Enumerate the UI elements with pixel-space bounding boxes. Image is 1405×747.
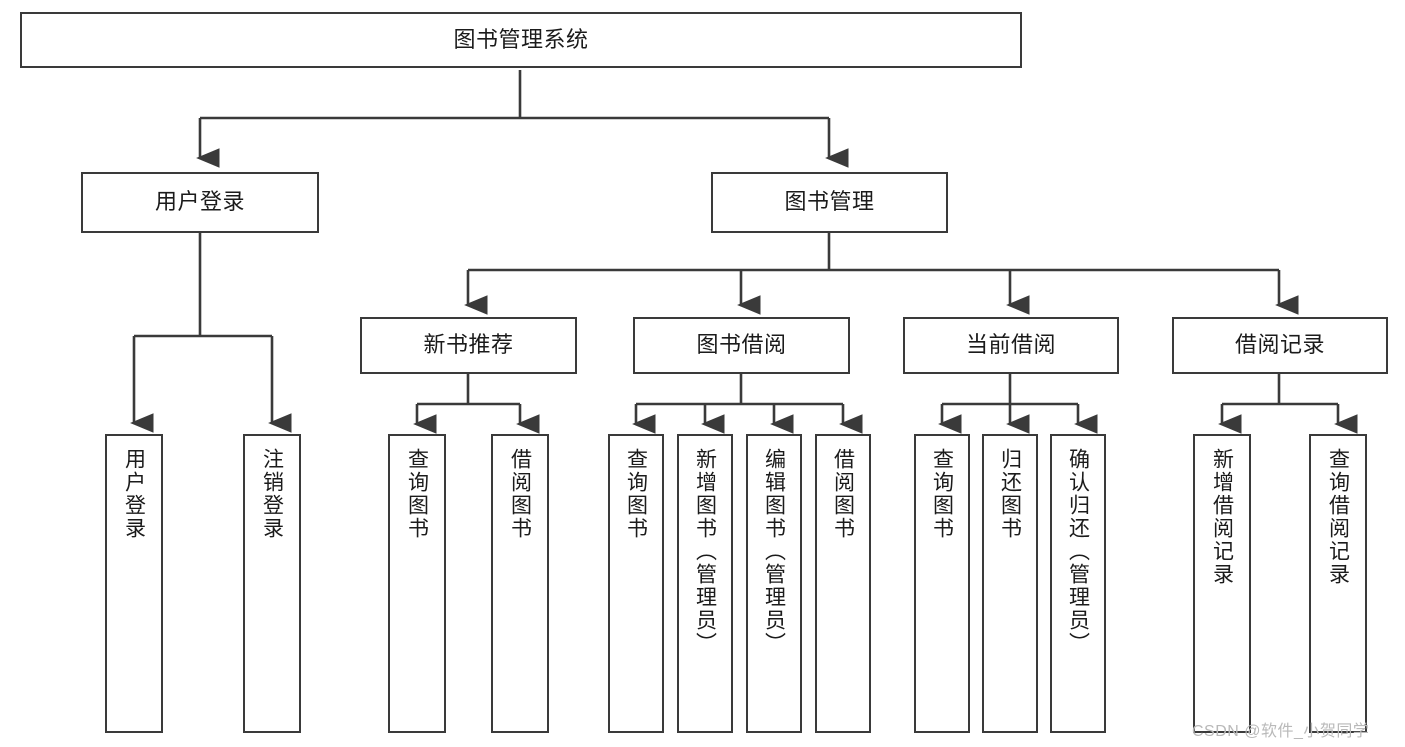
leaf-user-login-logout[interactable]: 注销登录 xyxy=(243,434,301,733)
leaf-user-login-login[interactable]: 用户登录 xyxy=(105,434,163,733)
leaf-borrow-edit-book-admin[interactable]: 编辑图书（管理员） xyxy=(746,434,802,733)
leaf-borrow-add-book-admin[interactable]: 新增图书（管理员） xyxy=(677,434,733,733)
node-label: 用户登录 xyxy=(122,448,146,540)
node-label: 用户登录 xyxy=(154,189,245,215)
leaf-borrow-borrow-book[interactable]: 借阅图书 xyxy=(815,434,871,733)
node-new-book-recommend[interactable]: 新书推荐 xyxy=(360,317,577,374)
node-label: 新增图书（管理员） xyxy=(693,448,717,655)
node-label: 新书推荐 xyxy=(423,332,514,358)
node-label: 查询图书 xyxy=(624,448,648,540)
node-label: 查询借阅记录 xyxy=(1326,448,1350,586)
node-label: 新增借阅记录 xyxy=(1210,448,1234,586)
node-current-borrow[interactable]: 当前借阅 xyxy=(903,317,1119,374)
node-book-borrow[interactable]: 图书借阅 xyxy=(633,317,850,374)
node-root-book-management-system[interactable]: 图书管理系统 xyxy=(20,12,1022,68)
node-book-management[interactable]: 图书管理 xyxy=(711,172,948,233)
leaf-record-query-record[interactable]: 查询借阅记录 xyxy=(1309,434,1367,733)
node-label: 借阅图书 xyxy=(508,448,532,540)
node-borrow-record[interactable]: 借阅记录 xyxy=(1172,317,1388,374)
leaf-current-query-book[interactable]: 查询图书 xyxy=(914,434,970,733)
node-label: 查询图书 xyxy=(405,448,429,540)
leaf-recommend-borrow-book[interactable]: 借阅图书 xyxy=(491,434,549,733)
leaf-current-return-book[interactable]: 归还图书 xyxy=(982,434,1038,733)
node-label: 确认归还（管理员） xyxy=(1066,448,1090,655)
node-label: 图书管理系统 xyxy=(453,26,589,52)
leaf-current-confirm-return-admin[interactable]: 确认归还（管理员） xyxy=(1050,434,1106,733)
node-label: 归还图书 xyxy=(998,448,1022,540)
node-label: 图书管理 xyxy=(784,189,875,215)
leaf-record-add-record[interactable]: 新增借阅记录 xyxy=(1193,434,1251,733)
node-label: 编辑图书（管理员） xyxy=(762,448,786,655)
node-label: 查询图书 xyxy=(930,448,954,540)
node-user-login[interactable]: 用户登录 xyxy=(81,172,319,233)
node-label: 借阅记录 xyxy=(1234,332,1325,358)
leaf-borrow-query-book[interactable]: 查询图书 xyxy=(608,434,664,733)
node-label: 当前借阅 xyxy=(965,332,1056,358)
node-label: 借阅图书 xyxy=(831,448,855,540)
node-label: 注销登录 xyxy=(260,448,284,540)
leaf-recommend-query-book[interactable]: 查询图书 xyxy=(388,434,446,733)
node-label: 图书借阅 xyxy=(696,332,787,358)
